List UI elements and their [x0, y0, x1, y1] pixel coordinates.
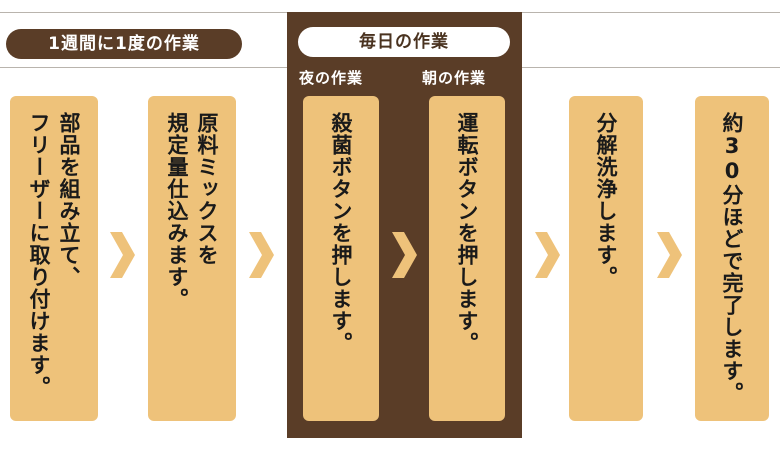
chevron-right-icon: [249, 232, 274, 278]
step-text: 分解洗浄します。: [594, 112, 618, 288]
chevron-right-icon: [535, 232, 560, 278]
step-card-clean: 分解洗浄します。: [569, 96, 643, 421]
weekly-work-label: 1週間に1度の作業: [6, 29, 242, 59]
step-text: 部品を組み立て、 フリーザーに取り付けます。: [27, 112, 81, 398]
step-text: 原料ミックスを 規定量仕込みます。: [165, 112, 219, 310]
chevron-right-icon: [657, 232, 682, 278]
step-text: 約30分ほどで完了します。: [720, 112, 744, 404]
step-text: 殺菌ボタンを押します。: [329, 112, 353, 354]
daily-work-label: 毎日の作業: [298, 27, 510, 57]
step-text: 運転ボタンを押します。: [455, 112, 479, 354]
step-card-run: 運転ボタンを押します。: [429, 96, 505, 421]
step-card-load-mix: 原料ミックスを 規定量仕込みます。: [148, 96, 236, 421]
chevron-right-icon: [392, 232, 417, 278]
morning-work-label: 朝の作業: [422, 69, 487, 87]
chevron-right-icon: [110, 232, 135, 278]
step-card-sterilize: 殺菌ボタンを押します。: [303, 96, 379, 421]
step-card-assemble: 部品を組み立て、 フリーザーに取り付けます。: [10, 96, 98, 421]
step-card-complete: 約30分ほどで完了します。: [695, 96, 769, 421]
night-work-label: 夜の作業: [299, 69, 364, 87]
